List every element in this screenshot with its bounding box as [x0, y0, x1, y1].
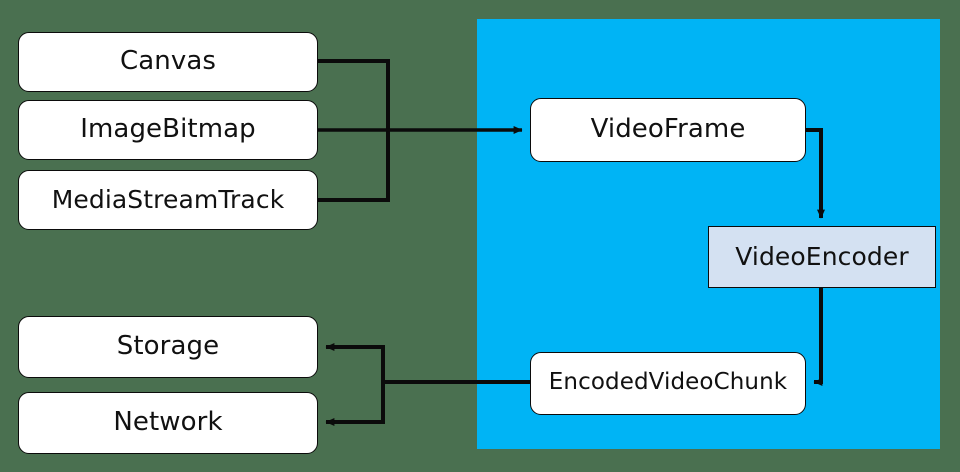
node-storage[interactable]: Storage [18, 316, 318, 378]
node-canvas-label: Canvas [119, 46, 217, 76]
node-storage-label: Storage [116, 331, 220, 361]
node-videoframe[interactable]: VideoFrame [530, 98, 806, 162]
node-mediastreamtrack[interactable]: MediaStreamTrack [18, 170, 318, 230]
node-videoencoder[interactable]: VideoEncoder [708, 226, 936, 288]
node-network[interactable]: Network [18, 392, 318, 454]
node-videoencoder-label: VideoEncoder [735, 241, 909, 271]
edge-canvas-to-videoframe [318, 59, 390, 130]
node-imagebitmap-label: ImageBitmap [80, 114, 256, 144]
node-encodedvideochunk-label: EncodedVideoChunk [548, 369, 788, 395]
edge-mediastream-to-videoframe [318, 130, 390, 202]
node-network-label: Network [113, 407, 223, 437]
node-encodedvideochunk[interactable]: EncodedVideoChunk [530, 352, 806, 415]
edge-encodedchunk-to-network [325, 382, 385, 426]
node-imagebitmap[interactable]: ImageBitmap [18, 100, 318, 160]
node-canvas[interactable]: Canvas [18, 32, 318, 92]
node-videoframe-label: VideoFrame [590, 114, 746, 144]
node-mediastreamtrack-label: MediaStreamTrack [51, 184, 285, 214]
